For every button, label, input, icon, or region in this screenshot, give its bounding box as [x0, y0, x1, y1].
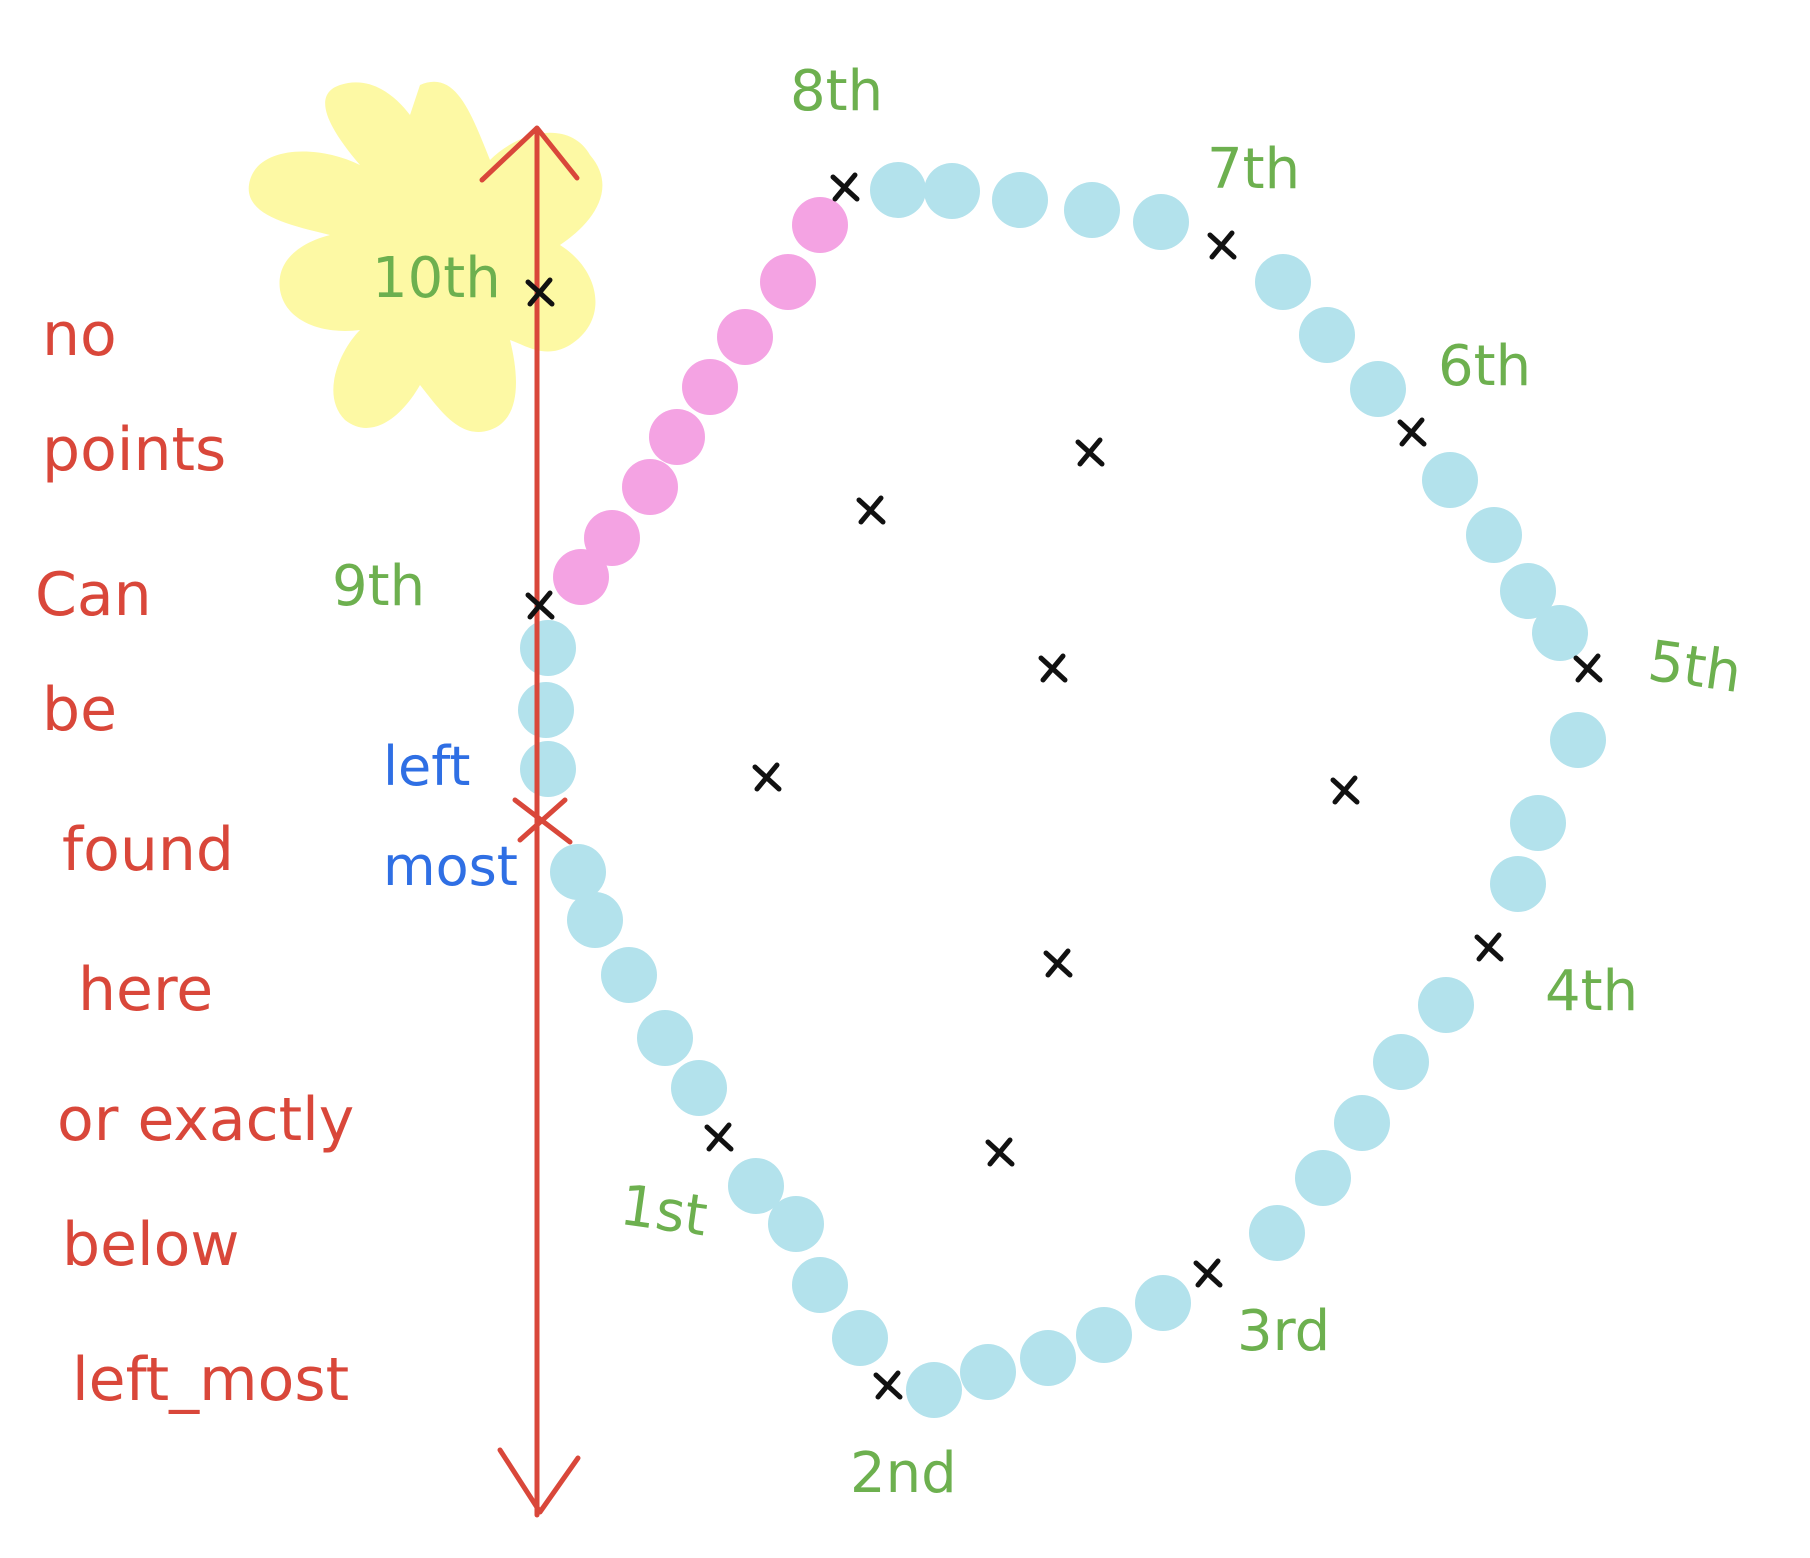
hull-dot [1373, 1034, 1429, 1090]
label-6th: 6th [1438, 334, 1531, 399]
point-x-icon [752, 762, 782, 792]
hull-dot [567, 892, 623, 948]
arrow-up-icon [479, 125, 580, 183]
leftmost-marker-icon [512, 797, 573, 845]
label-3rd: 3rd [1237, 1299, 1330, 1364]
point-x-icon [1474, 932, 1504, 962]
pink-dot [760, 254, 816, 310]
hull-dot [1350, 361, 1406, 417]
hull-dot [1076, 1307, 1132, 1363]
label-9th: 9th [332, 554, 425, 619]
hull-dot [1490, 856, 1546, 912]
note-line-3: Can [35, 560, 152, 630]
point-x-icon [1193, 1258, 1223, 1288]
hull-dot [870, 162, 926, 218]
hull-dot [992, 172, 1048, 228]
points [525, 172, 1603, 1400]
point-x-icon [704, 1122, 734, 1152]
point-x-icon [1573, 653, 1603, 683]
hull-dot [1295, 1150, 1351, 1206]
leftmost-label-line2: most [383, 835, 518, 898]
point-x-icon [1043, 948, 1073, 978]
leftmost-label-line1: left [383, 735, 470, 798]
label-2nd: 2nd [850, 1441, 957, 1506]
pink-dot [682, 359, 738, 415]
hull-dot [671, 1060, 727, 1116]
hull-dots [518, 162, 1606, 1418]
note-line-5: found [62, 815, 234, 885]
hull-dot [1500, 563, 1556, 619]
pink-dot [717, 309, 773, 365]
note-line-2: points [42, 415, 226, 485]
hull-dot [960, 1344, 1016, 1400]
pink-dots [553, 197, 848, 605]
note-line-4: be [42, 675, 117, 745]
label-8th: 8th [790, 59, 883, 124]
point-x-icon [1038, 653, 1068, 683]
hull-dot [518, 682, 574, 738]
note-line-7: or exactly [57, 1085, 354, 1155]
hull-dot [1466, 507, 1522, 563]
hull-dot [550, 844, 606, 900]
label-10th: 10th [372, 246, 501, 311]
arrow-down-icon [497, 1447, 581, 1515]
hull-dot [1255, 254, 1311, 310]
hull-dot [520, 620, 576, 676]
hull-dot [924, 163, 980, 219]
hull-dot [1532, 605, 1588, 661]
point-x-icon [856, 495, 886, 525]
highlight-blob [248, 81, 603, 432]
hull-dot [1510, 795, 1566, 851]
leftmost-label: left most [383, 735, 518, 898]
hull-dot [832, 1310, 888, 1366]
note-line-9: left_most [72, 1345, 349, 1415]
pink-dot [792, 197, 848, 253]
hull-dot [1334, 1095, 1390, 1151]
hull-dot [601, 947, 657, 1003]
note-line-1: no [42, 300, 117, 370]
pink-dot [649, 409, 705, 465]
hull-dot [906, 1362, 962, 1418]
point-x-icon [873, 1370, 903, 1400]
hull-dot [1422, 452, 1478, 508]
hull-dot [1064, 182, 1120, 238]
hull-dot [1135, 1275, 1191, 1331]
hull-dot [768, 1196, 824, 1252]
pink-dot [553, 549, 609, 605]
hull-dot [792, 1257, 848, 1313]
label-1st: 1st [616, 1173, 711, 1249]
hull-dot [637, 1010, 693, 1066]
label-4th: 4th [1545, 959, 1638, 1024]
label-7th: 7th [1207, 137, 1300, 202]
note: no points Can be found here or exactly b… [35, 300, 354, 1415]
point-x-icon [525, 277, 555, 307]
note-line-8: below [62, 1210, 239, 1280]
hull-dot [1020, 1330, 1076, 1386]
point-x-icon [1075, 437, 1105, 467]
label-5th: 5th [1644, 629, 1745, 706]
hull-dot [728, 1158, 784, 1214]
point-x-icon [525, 590, 555, 620]
point-x-icon [1207, 230, 1237, 260]
hull-dot [1550, 712, 1606, 768]
pink-dot [584, 510, 640, 566]
hull-dot [1299, 307, 1355, 363]
pink-dot [622, 459, 678, 515]
hull-dot [1418, 977, 1474, 1033]
point-x-icon [1330, 775, 1360, 805]
note-line-6: here [78, 955, 213, 1025]
point-x-icon [985, 1137, 1015, 1167]
hull-dot [520, 741, 576, 797]
order-labels: 1st 2nd 3rd 4th 5th 6th 7th 8th 9th 10th [332, 59, 1745, 1506]
point-x-icon [830, 172, 860, 202]
point-x-icon [1397, 417, 1427, 447]
hull-dot [1249, 1205, 1305, 1261]
hull-dot [1133, 194, 1189, 250]
